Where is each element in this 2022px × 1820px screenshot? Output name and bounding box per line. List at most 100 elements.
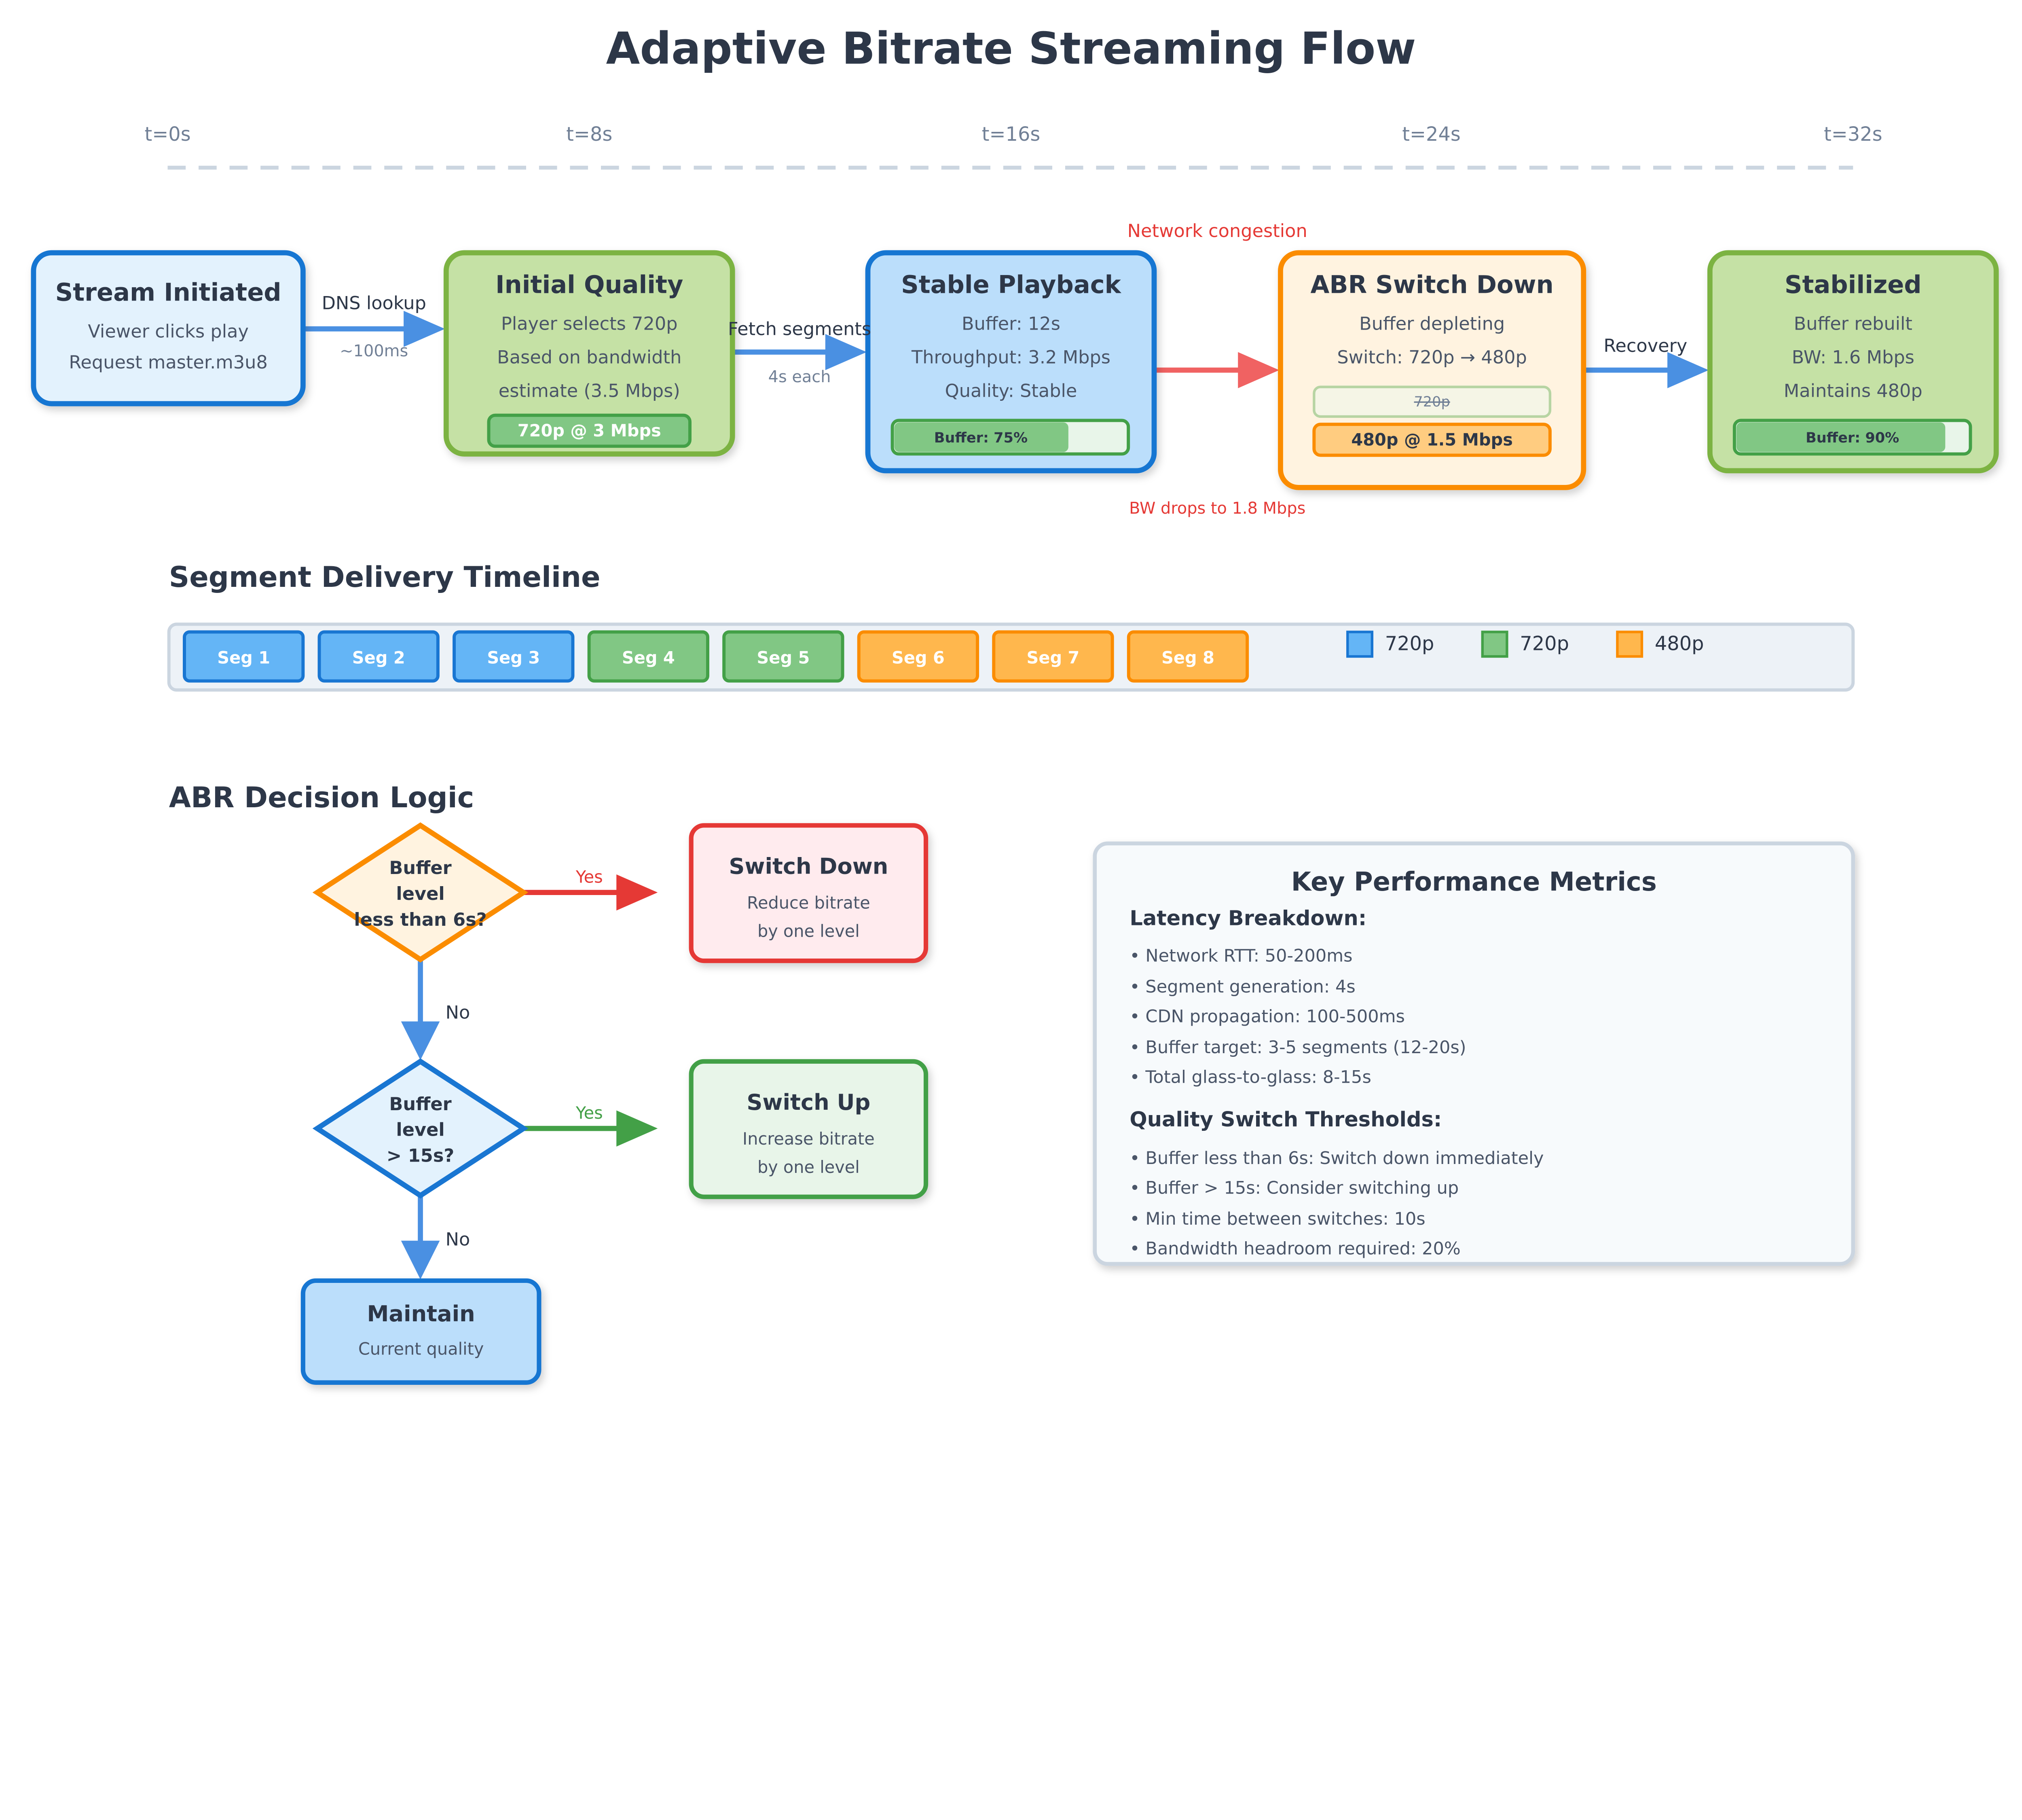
outcome-line: Increase bitrate bbox=[742, 1129, 875, 1149]
decision-diamond bbox=[312, 822, 529, 963]
transition-arrow-head-icon bbox=[825, 334, 867, 370]
metrics-title: Key Performance Metrics bbox=[1291, 867, 1657, 897]
stage-line: Quality: Stable bbox=[945, 380, 1077, 401]
metric-item: • Buffer less than 6s: Switch down immed… bbox=[1129, 1148, 1544, 1168]
transition-detail: ~100ms bbox=[340, 342, 408, 360]
outcome-title: Switch Up bbox=[747, 1090, 870, 1115]
segment-label: Seg 3 bbox=[487, 648, 540, 667]
timeline-tick: t=0s bbox=[144, 123, 190, 146]
legend-label: 720p bbox=[1520, 633, 1569, 655]
segment-block[interactable] bbox=[1127, 630, 1249, 683]
segment-block[interactable] bbox=[587, 630, 709, 683]
transition-label: Network congestion bbox=[1127, 220, 1307, 241]
metrics-subtitle: Latency Breakdown: bbox=[1129, 907, 1366, 931]
timeline-tick: t=24s bbox=[1402, 123, 1461, 146]
stage-line: Maintains 480p bbox=[1784, 380, 1923, 401]
outcome-line: Current quality bbox=[358, 1340, 484, 1359]
stage-line: BW: 1.6 Mbps bbox=[1792, 347, 1914, 368]
transition-arrow-head-icon bbox=[1238, 352, 1280, 388]
yes-label: Yes bbox=[575, 868, 603, 887]
stage-title: Initial Quality bbox=[495, 271, 683, 299]
decision-question: Buffer bbox=[389, 857, 451, 878]
old-quality-label: 720p bbox=[1414, 394, 1450, 410]
stage-title: Stable Playback bbox=[901, 271, 1122, 299]
stage-line: Switch: 720p → 480p bbox=[1337, 347, 1527, 368]
section-title: ABR Decision Logic bbox=[169, 781, 474, 814]
segment-block[interactable] bbox=[317, 630, 440, 683]
stage-box bbox=[1707, 250, 1999, 474]
outcome-line: Reduce bitrate bbox=[747, 893, 870, 912]
yes-label: Yes bbox=[575, 1103, 603, 1123]
segment-block[interactable] bbox=[453, 630, 575, 683]
segment-label: Seg 2 bbox=[352, 648, 405, 667]
metric-item: • Total glass-to-glass: 8-15s bbox=[1129, 1067, 1371, 1087]
transition-arrow-head-icon bbox=[1667, 352, 1709, 388]
segment-label: Seg 6 bbox=[892, 648, 945, 667]
stage-title: Stream Initiated bbox=[55, 279, 281, 307]
timeline-tick: t=8s bbox=[566, 123, 612, 146]
timeline-tick: t=16s bbox=[982, 123, 1041, 146]
stage-line: Throughput: 3.2 Mbps bbox=[911, 347, 1110, 368]
decision-question: less than 6s? bbox=[354, 909, 486, 930]
legend-swatch bbox=[1346, 631, 1374, 658]
stage-line: Based on bandwidth bbox=[497, 347, 681, 368]
stage-box bbox=[865, 250, 1157, 474]
buffer-bar-label: Buffer: 75% bbox=[934, 430, 1028, 446]
no-label: No bbox=[446, 1229, 470, 1250]
metric-item: • Buffer > 15s: Consider switching up bbox=[1129, 1178, 1459, 1198]
no-arrow-head-icon bbox=[401, 1240, 440, 1280]
metrics-panel bbox=[1093, 841, 1855, 1266]
buffer-bar-fill bbox=[894, 422, 1068, 452]
segment-block[interactable] bbox=[992, 630, 1114, 683]
metric-item: • Network RTT: 50-200ms bbox=[1129, 946, 1352, 966]
outcome-box bbox=[689, 1059, 929, 1199]
outcome-box bbox=[689, 823, 929, 963]
segment-label: Seg 8 bbox=[1161, 648, 1214, 667]
segment-block[interactable] bbox=[183, 630, 305, 683]
yes-arrow-head-icon bbox=[616, 874, 658, 911]
transition-label: DNS lookup bbox=[322, 293, 426, 314]
outcome-line: by one level bbox=[757, 921, 860, 941]
outcome-line: by one level bbox=[757, 1158, 860, 1177]
decision-question: Buffer bbox=[389, 1094, 451, 1115]
metric-item: • Segment generation: 4s bbox=[1129, 977, 1355, 997]
stage-title: ABR Switch Down bbox=[1311, 271, 1554, 299]
yes-arrow-head-icon bbox=[616, 1110, 658, 1147]
quality-badge bbox=[487, 413, 692, 448]
decision-diamond bbox=[312, 1058, 529, 1199]
outcome-box bbox=[300, 1278, 541, 1385]
legend-label: 720p bbox=[1385, 633, 1434, 655]
quality-badge-label: 480p @ 1.5 Mbps bbox=[1351, 430, 1513, 450]
segment-label: Seg 1 bbox=[217, 648, 270, 667]
segment-block[interactable] bbox=[722, 630, 844, 683]
stage-box bbox=[443, 250, 735, 457]
segment-label: Seg 5 bbox=[757, 648, 810, 667]
stage-box bbox=[31, 250, 306, 406]
stage-line: estimate (3.5 Mbps) bbox=[499, 380, 680, 401]
legend-swatch bbox=[1616, 631, 1643, 658]
decision-question: level bbox=[396, 883, 444, 904]
stage-line: Viewer clicks play bbox=[88, 321, 249, 342]
section-title: Segment Delivery Timeline bbox=[169, 561, 601, 594]
buffer-bar-fill bbox=[1736, 422, 1946, 452]
old-quality-badge bbox=[1313, 385, 1552, 418]
transition-arrow-head-icon bbox=[404, 311, 445, 347]
decision-question: > 15s? bbox=[387, 1145, 454, 1166]
outcome-title: Maintain bbox=[367, 1301, 475, 1327]
transition-label: Fetch segments bbox=[728, 318, 871, 339]
metric-item: • CDN propagation: 100-500ms bbox=[1129, 1006, 1405, 1026]
no-arrow-head-icon bbox=[401, 1021, 440, 1060]
decision-question: level bbox=[396, 1120, 444, 1141]
metric-item: • Min time between switches: 10s bbox=[1129, 1209, 1425, 1229]
metric-item: • Bandwidth headroom required: 20% bbox=[1129, 1238, 1460, 1259]
segment-block[interactable] bbox=[857, 630, 979, 683]
metric-item: • Buffer target: 3-5 segments (12-20s) bbox=[1129, 1037, 1466, 1058]
segment-label: Seg 7 bbox=[1027, 648, 1080, 667]
transition-detail: BW drops to 1.8 Mbps bbox=[1129, 499, 1305, 518]
